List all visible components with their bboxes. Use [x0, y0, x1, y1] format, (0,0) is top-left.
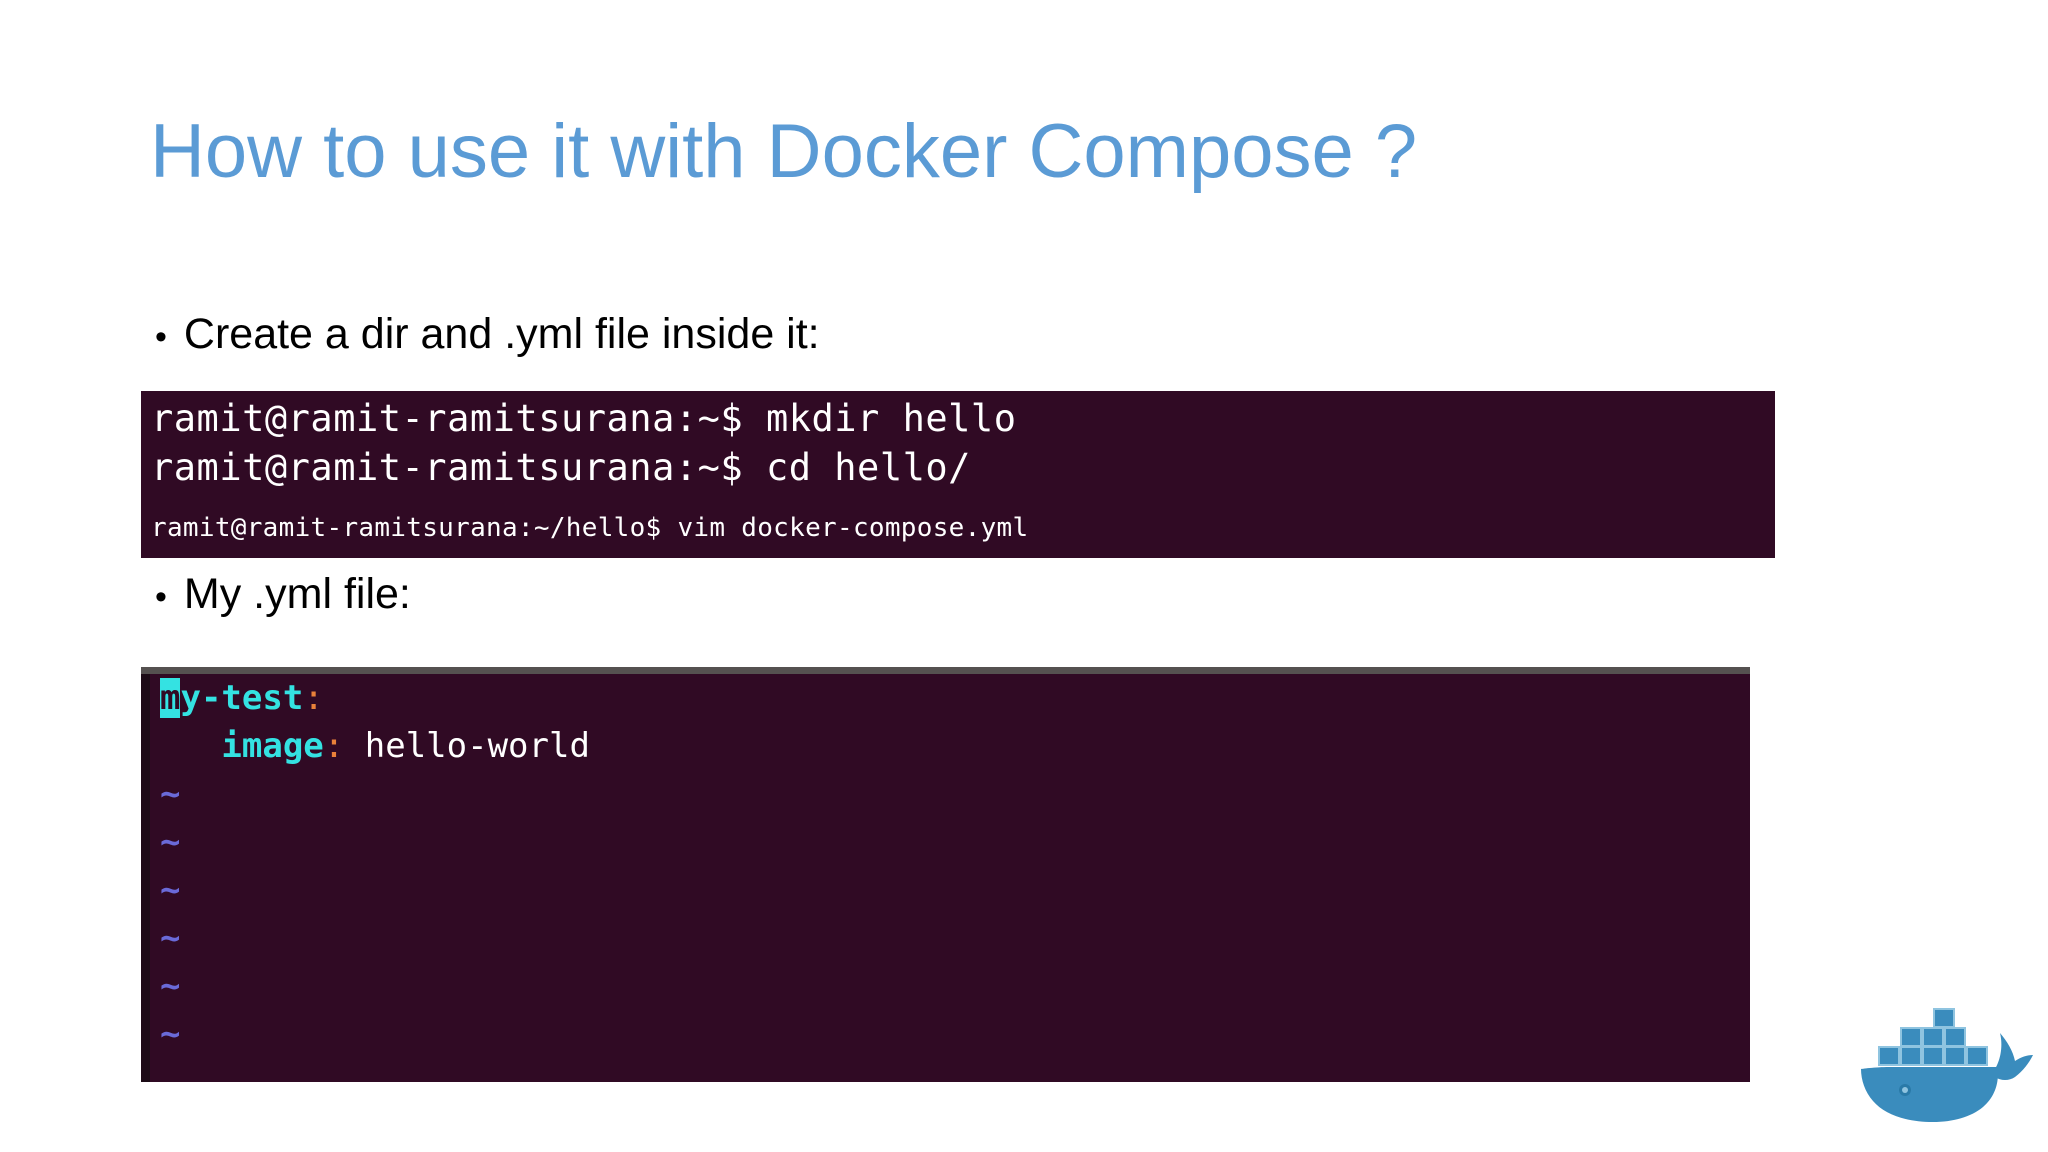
- vim-indent: [160, 726, 221, 766]
- vim-tilde-marker: ~: [160, 822, 181, 862]
- vim-empty-line: ~: [150, 770, 1750, 818]
- bullet-marker-icon: •: [155, 318, 167, 356]
- vim-left-gutter: [141, 674, 150, 1082]
- vim-key-image: image: [221, 726, 324, 766]
- bullet-marker-icon: •: [155, 578, 167, 616]
- vim-tilde-marker: ~: [160, 774, 181, 814]
- vim-line-image: image: hello-world: [150, 722, 1750, 770]
- bullet-item-my-yml: • My .yml file:: [155, 570, 411, 619]
- vim-key-my-test: y-test: [180, 678, 304, 718]
- terminal-line-cd: ramit@ramit-ramitsurana:~$ cd hello/: [151, 446, 971, 489]
- vim-text-area: my-test: image: hello-world ~ ~ ~ ~ ~ ~: [150, 674, 1750, 1082]
- vim-empty-line: ~: [150, 962, 1750, 1010]
- vim-empty-line: ~: [150, 914, 1750, 962]
- page-title: How to use it with Docker Compose ?: [150, 109, 1418, 194]
- bullet-label-create-dir: Create a dir and .yml file inside it:: [183, 310, 820, 358]
- vim-colon: :: [323, 726, 345, 766]
- bullet-label-my-yml: My .yml file:: [183, 570, 411, 618]
- vim-empty-line: ~: [150, 818, 1750, 866]
- vim-cursor: m: [160, 678, 181, 718]
- vim-tilde-marker: ~: [160, 966, 181, 1006]
- vim-tilde-marker: ~: [160, 1014, 181, 1054]
- vim-colon: :: [303, 678, 324, 718]
- terminal-line-mkdir: ramit@ramit-ramitsurana:~$ mkdir hello: [151, 397, 1017, 440]
- vim-space: [344, 726, 364, 766]
- vim-line-service-name: my-test:: [150, 674, 1750, 722]
- vim-value-hello-world: hello-world: [364, 726, 590, 766]
- vim-tilde-marker: ~: [160, 870, 181, 910]
- terminal-window: ramit@ramit-ramitsurana:~$ mkdir hello r…: [141, 391, 1775, 558]
- vim-editor-window: my-test: image: hello-world ~ ~ ~ ~ ~ ~: [141, 667, 1750, 1082]
- vim-empty-line: ~: [150, 866, 1750, 914]
- terminal-line-vim: ramit@ramit-ramitsurana:~/hello$ vim doc…: [151, 513, 1029, 543]
- vim-empty-line: ~: [150, 1010, 1750, 1058]
- docker-whale-icon: [1845, 985, 2035, 1130]
- vim-tilde-marker: ~: [160, 918, 181, 958]
- bullet-item-create-dir: • Create a dir and .yml file inside it:: [155, 310, 820, 359]
